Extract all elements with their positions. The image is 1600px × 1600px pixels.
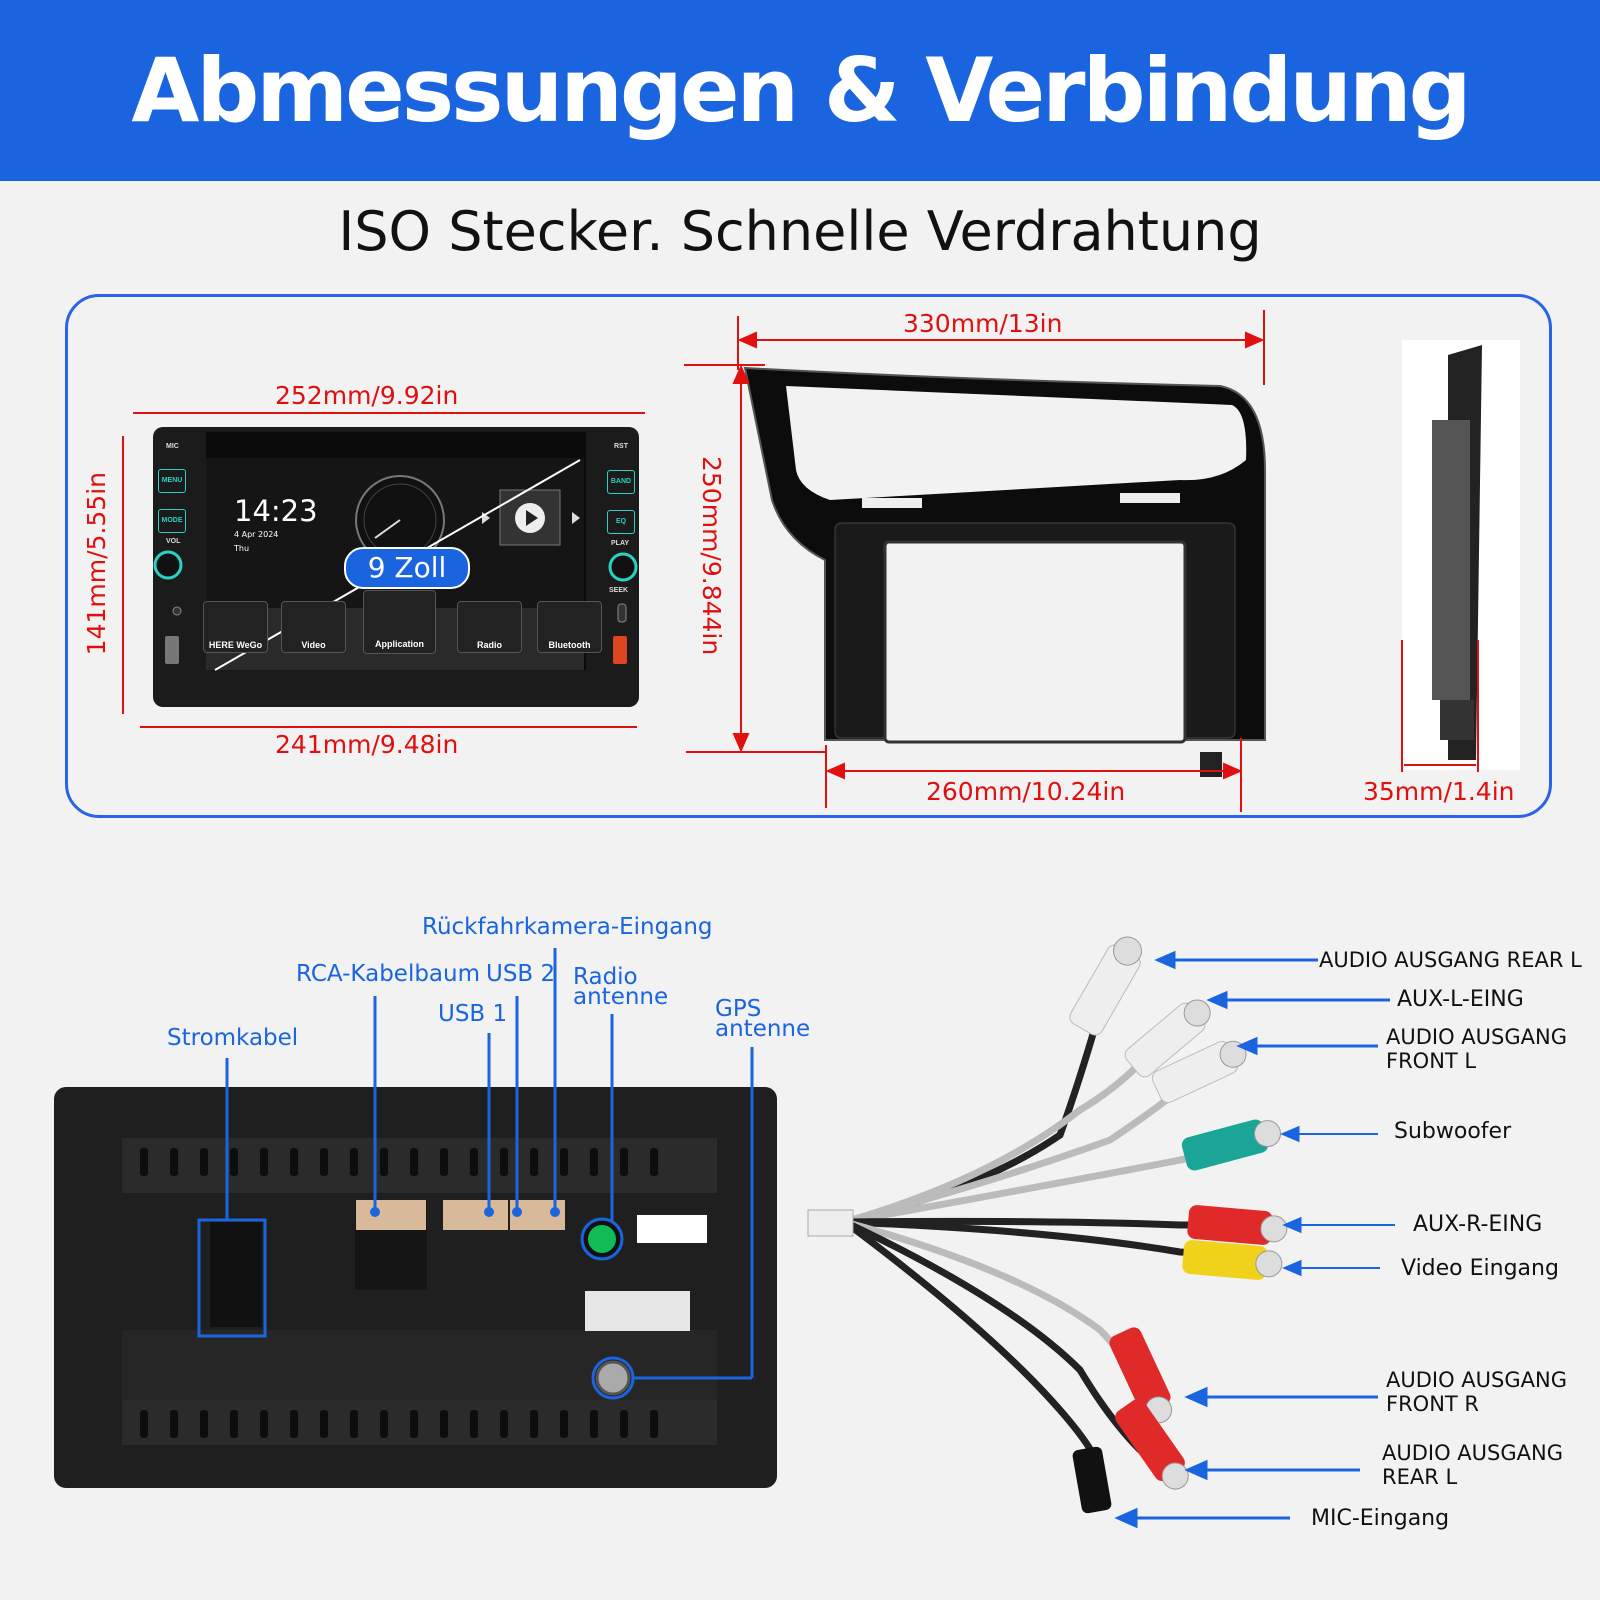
- unit-height-label: 141mm/5.55in: [82, 472, 111, 656]
- radio-antenna-label-1: Radio: [573, 964, 638, 990]
- video-input-label: Video Eingang: [1401, 1256, 1559, 1281]
- front-r-label-2: FRONT R: [1386, 1392, 1480, 1416]
- unit-width-label: 252mm/9.92in: [275, 381, 459, 410]
- side-profile: [1402, 340, 1520, 770]
- mic-label: MIC: [166, 443, 179, 450]
- rst-label: RST: [614, 443, 628, 450]
- screen-size-badge: 9 Zoll: [344, 547, 470, 589]
- app-tile-bluetooth[interactable]: Bluetooth: [537, 601, 602, 653]
- gps-antenna-label-1: GPS: [715, 996, 762, 1022]
- usb2-label: USB 2: [486, 961, 556, 987]
- gps-antenna-label-2: antenne: [715, 1016, 811, 1042]
- front-l-label-1: AUDIO AUSGANG: [1386, 1025, 1567, 1049]
- subwoofer-label: Subwoofer: [1394, 1119, 1512, 1144]
- app-tile-video[interactable]: Video: [281, 601, 346, 653]
- camera-input-label: Rückfahrkamera-Eingang: [422, 914, 713, 940]
- page-title: Abmessungen & Verbindung: [131, 39, 1471, 142]
- port-callouts: [197, 948, 754, 1400]
- frame-dimension-lines: [684, 310, 1265, 812]
- rear-l-label-2: REAR L: [1382, 1465, 1458, 1489]
- rear-l-top-label: AUDIO AUSGANG REAR L: [1319, 948, 1582, 972]
- front-r-label-1: AUDIO AUSGANG: [1386, 1368, 1567, 1392]
- rear-l-label-1: AUDIO AUSGANG: [1382, 1441, 1563, 1465]
- aux-r-label: AUX-R-EING: [1413, 1212, 1543, 1237]
- screen-day: Thu: [234, 544, 250, 553]
- band-button[interactable]: BAND: [607, 470, 635, 494]
- head-unit-dimension-lines: [122, 412, 645, 728]
- frame-height-label: 250mm/9.844in: [697, 456, 726, 656]
- depth-dimension-lines: [1401, 640, 1479, 772]
- app-tile-radio[interactable]: Radio: [457, 601, 522, 653]
- aux-l-label: AUX-L-EING: [1397, 987, 1524, 1012]
- dash-frame: [743, 366, 1266, 777]
- unit-back: [54, 1087, 777, 1488]
- app-tile-application[interactable]: Application: [363, 590, 436, 654]
- screen-clock: 14:23: [234, 494, 318, 528]
- menu-button[interactable]: MENU: [158, 469, 186, 493]
- power-cable-label: Stromkabel: [167, 1025, 299, 1051]
- seek-label: SEEK: [609, 587, 629, 594]
- rca-plugs: [807, 936, 1288, 1514]
- frame-inner-width-label: 260mm/10.24in: [926, 777, 1126, 806]
- vol-label: VOL: [166, 538, 181, 545]
- mic-input-label: MIC-Eingang: [1311, 1506, 1450, 1531]
- cable-arrows: [1114, 950, 1395, 1529]
- port-callout-dots: [370, 1207, 560, 1217]
- screen-date: 4 Apr 2024: [234, 530, 279, 539]
- rca-harness-label: RCA-Kabelbaum: [296, 961, 481, 987]
- frame-width-label: 330mm/13in: [903, 309, 1063, 338]
- radio-antenna-label-2: antenne: [573, 984, 669, 1010]
- app-tile-here-wego[interactable]: HERE WeGo: [203, 601, 268, 653]
- subtitle: ISO Stecker. Schnelle Verdrahtung: [338, 200, 1262, 263]
- front-l-label-2: FRONT L: [1386, 1049, 1477, 1073]
- dimensions-panel: [65, 294, 1552, 818]
- eq-button[interactable]: EQ: [607, 510, 635, 534]
- depth-label: 35mm/1.4in: [1363, 777, 1515, 806]
- mode-button[interactable]: MODE: [158, 509, 186, 533]
- header-banner: Abmessungen & Verbindung: [0, 0, 1600, 181]
- unit-bottom-width-label: 241mm/9.48in: [275, 730, 459, 759]
- play-label: PLAY: [611, 540, 630, 547]
- usb1-label: USB 1: [438, 1001, 508, 1027]
